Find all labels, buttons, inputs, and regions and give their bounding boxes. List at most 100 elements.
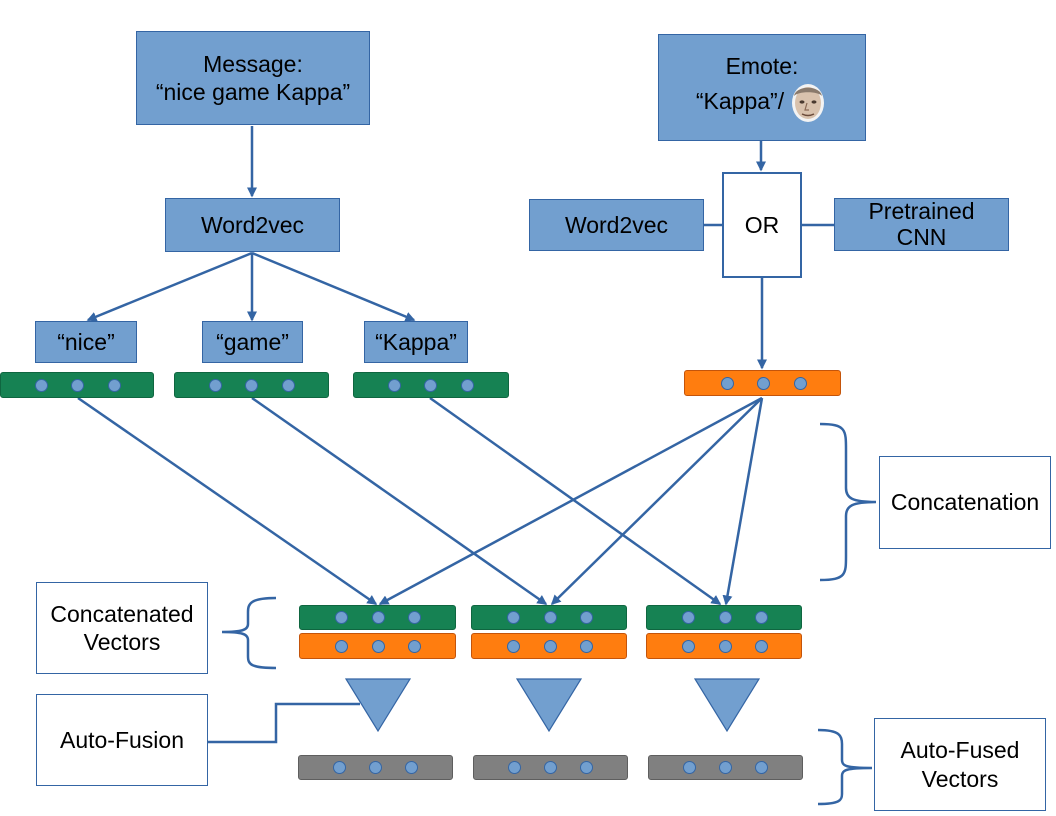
vector-node: [508, 761, 521, 774]
vector-node: [108, 378, 121, 392]
pretrained-cnn-box: Pretrained CNN: [834, 198, 1009, 251]
auto-fused-vectors-line2: Vectors: [921, 765, 999, 792]
word2vec-box-message: Word2vec: [165, 198, 340, 252]
brace-concatenated-vectors: [221, 596, 277, 670]
word2vec-label: Word2vec: [564, 211, 669, 238]
token-box-game: “game”: [202, 321, 303, 363]
kappa-face-icon: [792, 83, 825, 122]
vector-node: [794, 376, 807, 390]
token-box-kappa: “Kappa”: [364, 321, 468, 363]
arrow-emote-to-concat-2: [550, 397, 763, 606]
emote-text: “Kappa”/: [695, 88, 785, 115]
vector-node: [755, 639, 768, 653]
vector-node: [507, 639, 520, 653]
brace-concatenation: [819, 422, 877, 582]
vector-node: [335, 639, 348, 653]
fused-vector-1: [298, 755, 453, 780]
message-text: “nice game Kappa”: [155, 79, 351, 105]
arrow-emote-to-concat-1: [378, 396, 763, 606]
vector-node: [461, 378, 474, 392]
vector-node: [719, 611, 732, 624]
arrow-word2vec-to-nice: [86, 251, 253, 322]
auto-fusion-label: Auto-Fusion: [59, 726, 184, 753]
vector-node: [369, 761, 382, 774]
token-box-nice: “nice”: [35, 321, 137, 363]
word-vector-nice: [0, 372, 154, 398]
vector-node: [35, 378, 48, 392]
emote-label: Emote:: [725, 53, 799, 80]
vector-node: [245, 378, 258, 392]
or-label: OR: [744, 211, 780, 238]
fusion-triangle-3: [693, 678, 761, 733]
vector-node: [755, 611, 768, 624]
arrow-game-to-concat: [251, 396, 548, 606]
vector-node: [755, 761, 768, 774]
cnn-label-line2: CNN: [896, 223, 947, 250]
vector-node: [580, 639, 593, 653]
brace-auto-fused-vectors: [817, 728, 873, 806]
auto-fused-vectors-label-box: Auto-Fused Vectors: [874, 718, 1046, 811]
word-vector-game: [174, 372, 329, 398]
vector-node: [580, 611, 593, 624]
word2vec-box-emote: Word2vec: [529, 199, 704, 251]
vector-node: [683, 761, 696, 774]
vector-node: [408, 611, 421, 624]
vector-node: [544, 639, 557, 653]
vector-node: [682, 639, 695, 653]
fused-vector-2: [473, 755, 628, 780]
vector-node: [507, 611, 520, 624]
emote-row: “Kappa”/: [696, 81, 828, 123]
message-box: Message: “nice game Kappa”: [136, 31, 370, 125]
vector-node: [372, 611, 385, 624]
vector-node: [408, 639, 421, 653]
vector-node: [682, 611, 695, 624]
arrow-emote-to-concat-3: [722, 397, 764, 606]
token-label: “game”: [216, 328, 289, 355]
token-label: “Kappa”: [375, 328, 457, 355]
emote-box: Emote: “Kappa”/: [658, 34, 866, 141]
cnn-label-line1: Pretrained: [868, 198, 975, 225]
auto-fused-vectors-line1: Auto-Fused: [900, 737, 1020, 764]
vector-node: [544, 611, 557, 624]
concatenated-vectors-label-box: Concatenated Vectors: [36, 582, 208, 674]
vector-node: [424, 378, 437, 392]
word2vec-label: Word2vec: [200, 211, 305, 238]
concatenation-label-box: Concatenation: [879, 456, 1051, 549]
vector-node: [721, 376, 734, 390]
vector-node: [335, 611, 348, 624]
vector-node: [209, 378, 222, 392]
concat-word-vector-3: [646, 605, 802, 630]
concat-emote-vector-3: [646, 633, 802, 659]
concatenated-vectors-line2: Vectors: [83, 629, 161, 655]
emote-vector: [684, 370, 841, 396]
fused-vector-3: [648, 755, 803, 780]
vector-node: [719, 639, 732, 653]
vector-node: [282, 378, 295, 392]
concat-word-vector-2: [471, 605, 627, 630]
arrow-word2vec-to-kappa: [251, 251, 416, 322]
vector-node: [333, 761, 346, 774]
vector-node: [372, 639, 385, 653]
concat-emote-vector-1: [299, 633, 456, 659]
vector-node: [580, 761, 593, 774]
concat-emote-vector-2: [471, 633, 627, 659]
token-label: “nice”: [57, 328, 115, 355]
or-box: OR: [722, 172, 802, 278]
concatenation-label: Concatenation: [890, 489, 1040, 516]
vector-node: [719, 761, 732, 774]
auto-fusion-label-box: Auto-Fusion: [36, 694, 208, 786]
fusion-triangle-1: [344, 678, 412, 733]
concat-word-vector-1: [299, 605, 456, 630]
line-auto-fusion: [208, 702, 360, 744]
vector-node: [405, 761, 418, 774]
vector-node: [388, 378, 401, 392]
vector-node: [757, 376, 770, 390]
word-vector-kappa: [353, 372, 509, 398]
arrow-kappa-to-concat: [429, 396, 722, 606]
vector-node: [71, 378, 84, 392]
concatenated-vectors-line1: Concatenated: [50, 600, 194, 627]
message-label: Message:: [203, 50, 303, 77]
fusion-triangle-2: [515, 678, 583, 733]
vector-node: [544, 761, 557, 774]
